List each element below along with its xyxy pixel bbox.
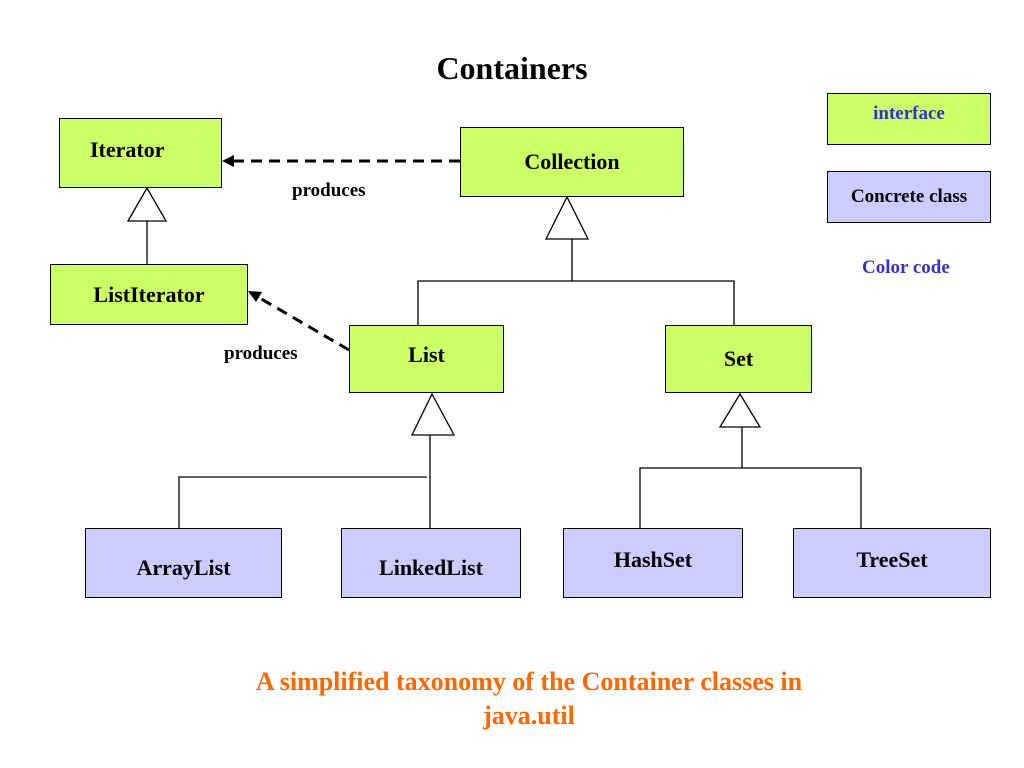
legend-concrete-label: Concrete class [850, 186, 968, 207]
page-title: Containers [436, 50, 588, 86]
arrowhead-iterator [222, 155, 234, 167]
node-hash-set: HashSet [563, 528, 743, 598]
node-list-label: List [408, 342, 445, 367]
inherit-lines-collection [417, 239, 573, 325]
legend-interface-swatch: interface [827, 93, 991, 145]
node-array-list-label: ArrayList [136, 555, 231, 580]
diagram-caption: A simplified taxonomy of the Container c… [255, 667, 803, 730]
inherit-triangle-set [718, 392, 762, 428]
inherit-triangle-iterator [126, 186, 168, 222]
inherit-lines-set-children [639, 467, 862, 528]
legend-heading: Color code [862, 257, 950, 278]
node-iterator: Iterator [59, 118, 222, 188]
node-tree-set: TreeSet [793, 528, 991, 598]
node-list-iterator-label: ListIterator [93, 281, 205, 307]
inherit-triangle-list [410, 392, 456, 436]
node-array-list: ArrayList [85, 528, 282, 598]
legend-interface-label: interface [873, 103, 945, 124]
node-set-label: Set [723, 346, 754, 371]
edge-label-collection-produces: produces [292, 180, 366, 201]
edge-label-list-produces: produces [224, 343, 298, 364]
inherit-line-arraylist [178, 476, 427, 528]
arrowhead-listiterator [248, 291, 262, 302]
node-tree-set-label: TreeSet [856, 547, 928, 572]
inherit-line-set [572, 280, 735, 325]
node-list-iterator: ListIterator [50, 264, 248, 325]
node-iterator-label: Iterator [90, 137, 165, 162]
inherit-triangle-collection [544, 195, 590, 240]
node-collection: Collection [460, 127, 684, 197]
node-set: Set [665, 325, 812, 393]
node-collection-label: Collection [524, 149, 620, 174]
legend-concrete-swatch: Concrete class [827, 171, 991, 223]
node-hash-set-label: HashSet [613, 547, 693, 572]
node-linked-list: LinkedList [341, 528, 521, 598]
node-list: List [349, 325, 504, 393]
node-linked-list-label: LinkedList [379, 555, 483, 580]
